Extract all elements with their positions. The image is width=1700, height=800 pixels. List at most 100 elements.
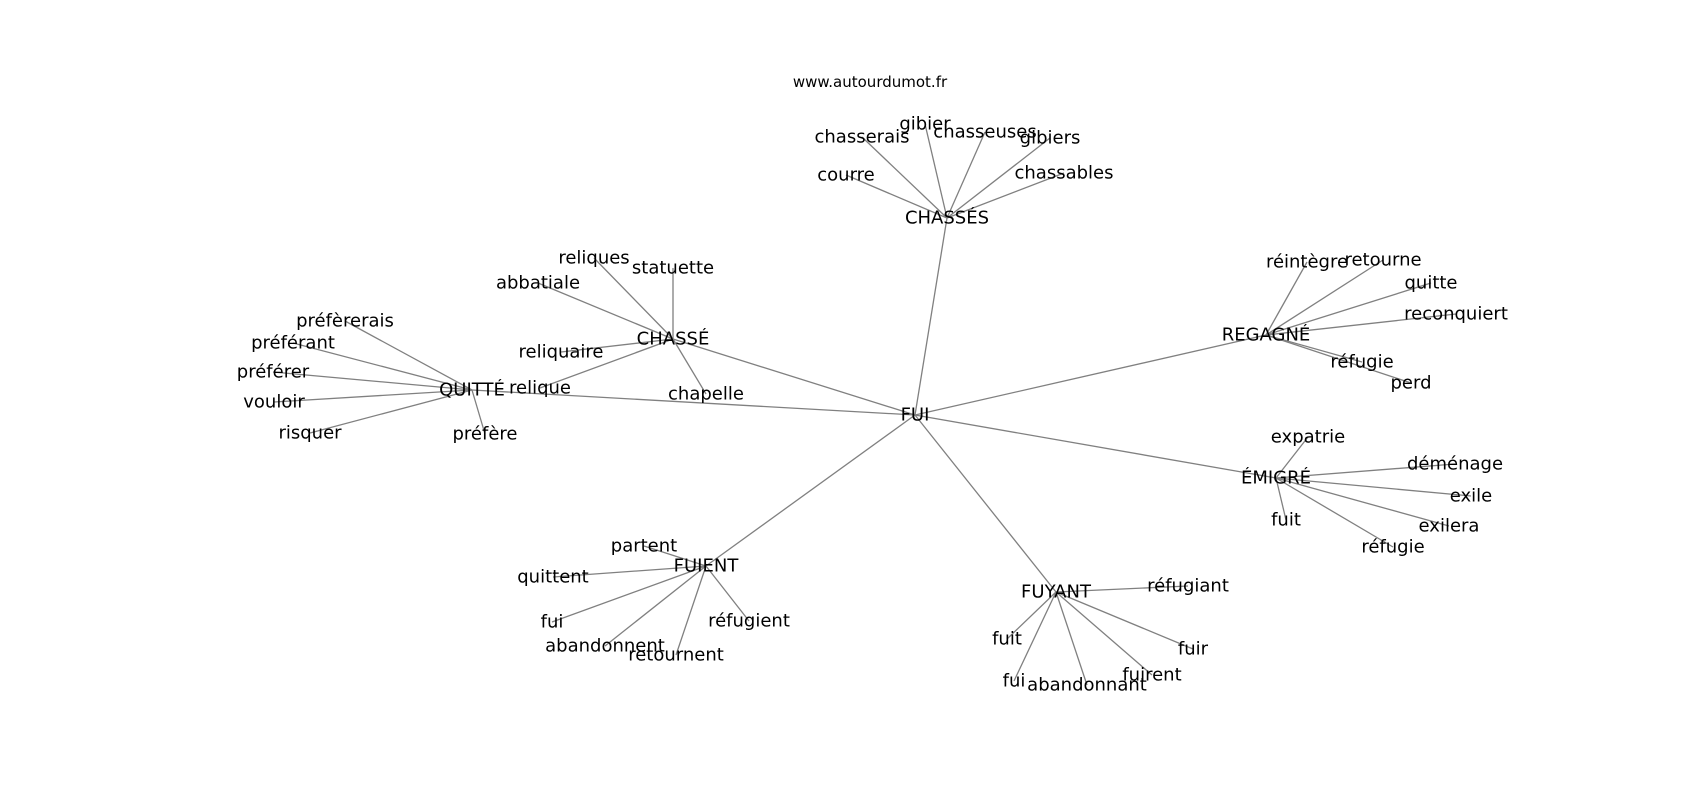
edge-emigre-exile — [1275, 477, 1472, 497]
edge-fuyant-abandonnant — [1055, 591, 1088, 686]
edge-emigre-demenage — [1275, 463, 1456, 479]
node-vouloir[interactable]: vouloir — [243, 392, 305, 413]
node-prefererais[interactable]: préfèrerais — [296, 311, 394, 332]
edge-quitte_hub-risquer — [309, 389, 473, 434]
edge-emigre-exilera — [1275, 477, 1450, 527]
node-partent[interactable]: partent — [611, 536, 677, 557]
node-gibier[interactable]: gibier — [899, 114, 951, 135]
edge-fuient-refugient — [705, 565, 750, 622]
node-perd[interactable]: perd — [1390, 373, 1431, 394]
edge-fui_root-quitte_hub — [471, 389, 916, 416]
node-fuient[interactable]: FUIENT — [674, 556, 740, 577]
node-relique[interactable]: relique — [509, 378, 571, 399]
edge-fuient-quittent — [552, 565, 707, 578]
node-chassables[interactable]: chassables — [1015, 163, 1114, 184]
edge-fui_root-emigre — [914, 414, 1277, 479]
node-chasse[interactable]: CHASSÉ — [637, 328, 710, 350]
node-emigre[interactable]: ÉMIGRÉ — [1241, 467, 1311, 489]
edge-chasse-relique — [539, 338, 674, 389]
edge-fui_root-fuient — [705, 414, 916, 567]
edge-fuyant-fuir — [1055, 591, 1194, 650]
node-quitte-hub[interactable]: QUITTÉ — [439, 379, 505, 401]
node-prefere[interactable]: préfère — [453, 424, 518, 445]
node-chasseuses[interactable]: chasseuses — [933, 122, 1036, 143]
node-quittent[interactable]: quittent — [517, 567, 589, 588]
node-statuette[interactable]: statuette — [632, 258, 714, 279]
edge-quitte_hub-preferant — [292, 342, 473, 391]
edge-chasse-chapelle — [672, 338, 707, 395]
edge-chasses-chasserais — [861, 136, 948, 219]
node-fuirent[interactable]: fuirent — [1122, 665, 1181, 686]
edge-quitte_hub-prefere — [471, 389, 486, 435]
edge-chasse-reliques — [593, 257, 674, 340]
node-expatrie[interactable]: expatrie — [1271, 427, 1345, 448]
edge-quitte_hub-vouloir — [273, 389, 473, 403]
edge-chasse-reliquaire — [560, 338, 674, 353]
node-reconquiert[interactable]: reconquiert — [1404, 304, 1508, 325]
edge-regagne-retourne — [1265, 259, 1384, 336]
edge-emigre-fuit_1 — [1275, 477, 1287, 521]
graph-labels: FUI CHASSÉS chasseraisgibierchasseusesgibi… — [237, 114, 1508, 696]
node-reliquaire[interactable]: reliquaire — [518, 342, 603, 363]
node-risquer[interactable]: risquer — [278, 423, 342, 444]
node-exilera[interactable]: exilera — [1419, 516, 1480, 537]
node-regagne[interactable]: REGAGNÉ — [1222, 324, 1311, 346]
edge-fuyant-fui_leaf_2 — [1013, 591, 1057, 682]
node-fuyant[interactable]: FUYANT — [1021, 582, 1092, 603]
edge-emigre-expatrie — [1275, 436, 1309, 479]
edge-chasses-chasseuses — [946, 131, 986, 219]
node-fui-leaf-2[interactable]: fui — [1003, 671, 1026, 692]
edge-fuyant-fuit_2 — [1006, 591, 1057, 640]
edge-fuient-abandonnent — [604, 565, 707, 647]
edge-chasses-gibier — [924, 123, 948, 219]
node-demenage[interactable]: déménage — [1407, 454, 1503, 475]
node-chapelle[interactable]: chapelle — [668, 384, 744, 405]
node-abandonnant[interactable]: abandonnant — [1027, 675, 1147, 696]
node-exile[interactable]: exile — [1450, 486, 1493, 507]
node-quitte-leaf[interactable]: quitte — [1404, 273, 1457, 294]
node-gibiers[interactable]: gibiers — [1020, 128, 1081, 149]
node-reintegre[interactable]: réintègre — [1266, 252, 1348, 273]
node-reliques[interactable]: reliques — [558, 248, 629, 269]
node-refugie-2[interactable]: réfugie — [1361, 537, 1424, 558]
node-chasserais[interactable]: chasserais — [815, 127, 910, 148]
edge-quitte_hub-prefererais — [344, 320, 473, 391]
edge-fuyant-fuirent — [1055, 591, 1153, 676]
node-chasses[interactable]: CHASSÉS — [905, 207, 989, 229]
node-refugient[interactable]: réfugient — [708, 611, 790, 632]
edge-regagne-refugie_1 — [1265, 334, 1363, 363]
edge-chasses-gibiers — [946, 137, 1051, 219]
node-fuit-2[interactable]: fuit — [992, 629, 1022, 650]
edge-fui_root-regagne — [914, 334, 1267, 416]
node-fui-leaf-1[interactable]: fui — [541, 612, 564, 633]
node-preferer[interactable]: préférer — [237, 362, 310, 383]
edge-regagne-quitte_leaf — [1265, 282, 1432, 336]
edge-regagne-perd — [1265, 334, 1412, 384]
edge-fuient-partent — [643, 545, 707, 567]
edge-fuient-retournent — [675, 565, 707, 656]
edge-fuient-fui_leaf_1 — [551, 565, 707, 623]
node-fui-root[interactable]: FUI — [901, 405, 930, 426]
node-refugiant[interactable]: réfugiant — [1147, 576, 1229, 597]
node-retournent[interactable]: retournent — [628, 645, 724, 666]
edge-chasse-abbatiale — [537, 282, 674, 340]
edge-quitte_hub-preferer — [272, 371, 473, 391]
node-preferant[interactable]: préférant — [251, 333, 335, 354]
node-refugie-1[interactable]: réfugie — [1330, 352, 1393, 373]
edge-chasses-courre — [845, 174, 948, 219]
node-retourne[interactable]: retourne — [1344, 250, 1421, 271]
edge-emigre-refugie_2 — [1275, 477, 1394, 548]
source-watermark: www.autourdumot.fr — [793, 73, 948, 91]
edge-chasses-chassables — [946, 172, 1065, 219]
node-courre[interactable]: courre — [817, 165, 874, 186]
edge-regagne-reconquiert — [1265, 313, 1457, 336]
edge-fui_root-chasse — [672, 338, 916, 416]
edge-regagne-reintegre — [1265, 261, 1308, 336]
edge-fui_root-chasses — [914, 217, 948, 416]
node-fuit-1[interactable]: fuit — [1271, 510, 1301, 531]
node-fuir[interactable]: fuir — [1178, 639, 1209, 660]
node-abbatiale[interactable]: abbatiale — [496, 273, 580, 294]
node-abandonnent[interactable]: abandonnent — [545, 636, 665, 657]
graph-edges — [272, 123, 1472, 686]
